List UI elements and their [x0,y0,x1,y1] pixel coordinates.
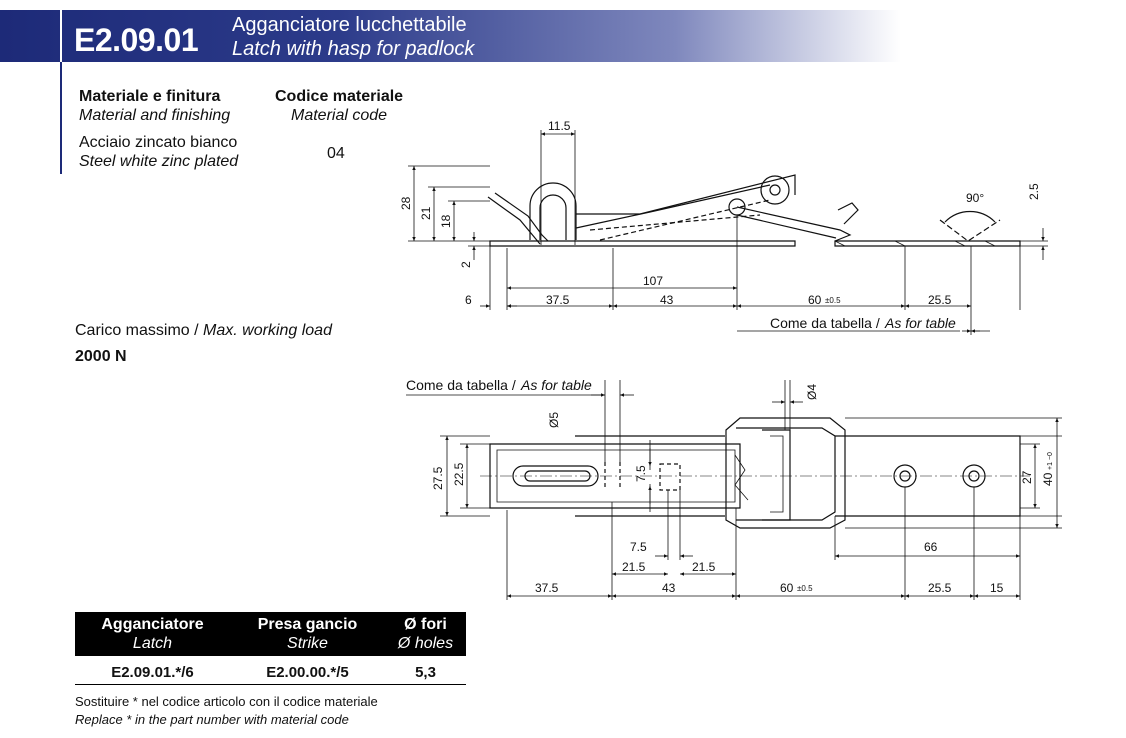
dim-21-5-b: 21.5 [692,560,716,574]
dim-top-15: 15 [990,581,1004,595]
product-code: E2.09.01 [74,22,199,58]
code-heading-en: Material code [291,107,388,124]
dim-top-60: 60 [780,581,794,595]
code-heading-it: Codice materiale [275,88,404,105]
dim-18: 18 [439,214,453,228]
load-value: 2000 N [75,348,127,365]
load-label-it: Carico massimo / [75,322,199,339]
side-view-drawing [487,174,1021,247]
dim-top-43: 43 [662,581,676,595]
dim-11-5: 11.5 [548,119,571,133]
top-view-dim-labels: Come da tabella / As for table Ø5 Ø4 27.… [406,377,1055,595]
dim-2: 2 [459,261,473,268]
material-value-it: Acciaio zincato bianco [79,134,238,151]
dim-107: 107 [643,274,663,288]
th-holes-it: Ø fori [404,616,447,633]
top-table-note-en: As for table [520,377,592,393]
dim-2-5: 2.5 [1027,183,1041,200]
side-table-note-it: Come da tabella / [770,315,880,331]
dim-27-5: 27.5 [431,466,445,490]
dim-60: 60 [808,293,822,307]
dim-37-5: 37.5 [546,293,570,307]
dim-43: 43 [660,293,674,307]
dim-66: 66 [924,540,938,554]
load-label: Carico massimo / Max. working load [75,322,332,340]
top-table-note-it: Come da tabella / [406,377,516,393]
dim-28: 28 [399,196,413,210]
dim-27: 27 [1020,470,1034,484]
side-view-dim-labels: 11.5 28 21 18 2 2.5 90° 107 6 37.5 43 60… [399,119,1041,331]
header-band: E2.09.01 Agganciatore lucchettabile Latc… [0,10,1126,62]
th-latch-en: Latch [132,635,173,652]
dim-7-5-vertical: 7.5 [634,465,648,482]
side-view-dims [408,130,1048,335]
top-view-dims [406,380,1062,600]
code-value: 04 [327,145,345,162]
dim-21-5-a: 21.5 [622,560,646,574]
table-bottom-rule [75,684,466,685]
dim-40-tol: +1 −0 [1047,452,1054,470]
side-table-note-en: As for table [884,315,956,331]
material-heading-en: Material and finishing [79,107,231,124]
dim-90-deg: 90° [966,191,984,205]
th-latch-it: Agganciatore [101,616,204,633]
load-label-en: Max. working load [203,322,332,339]
dim-22-5: 22.5 [452,462,466,486]
th-holes-en: Ø holes [397,635,454,652]
dim-top-60-tol: ±0.5 [797,584,813,593]
th-strike-en: Strike [287,635,328,652]
td-holes: 5,3 [415,664,436,681]
material-heading-it: Materiale e finitura [79,88,221,105]
td-strike: E2.00.00.*/5 [266,664,349,681]
note-en: Replace * in the part number with materi… [75,712,349,727]
left-rule [60,62,62,174]
top-view-drawing [480,417,1030,529]
dim-d5: Ø5 [547,412,561,428]
dim-6: 6 [465,293,472,307]
dim-top-25-5: 25.5 [928,581,952,595]
dim-21: 21 [419,206,433,220]
th-strike-it: Presa gancio [257,616,358,633]
header-divider [60,10,62,62]
td-latch: E2.09.01.*/6 [111,664,194,681]
note-it: Sostituire * nel codice articolo con il … [75,694,378,709]
material-value-en: Steel white zinc plated [79,153,239,170]
dim-d4: Ø4 [805,384,819,400]
dim-60-tol: ±0.5 [825,296,841,305]
title-italian: Agganciatore lucchettabile [232,14,467,36]
dim-40: 40 [1041,472,1055,486]
dim-top-37-5: 37.5 [535,581,559,595]
dim-7-5-horizontal: 7.5 [630,540,647,554]
title-english: Latch with hasp for padlock [232,38,475,60]
parts-table-header: Agganciatore Latch Presa gancio Strike Ø… [75,612,466,656]
dim-25-5: 25.5 [928,293,952,307]
